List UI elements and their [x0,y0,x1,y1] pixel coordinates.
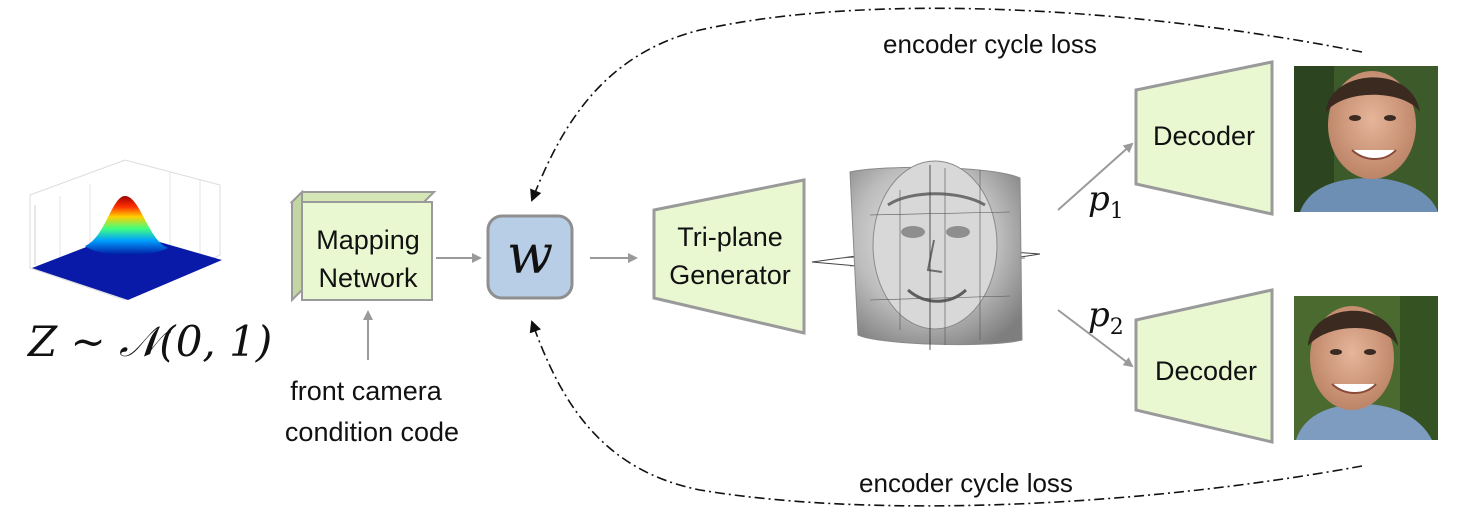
gaussian-surface-plot [29,159,222,301]
encoder-cycle-loss-top-arrow [530,7,1363,202]
decoder-top-label: Decoder [1153,121,1255,151]
condition-label-line2: condition code [285,417,459,447]
encoder-cycle-loss-top-label: encoder cycle loss [883,29,1097,59]
pose-p1-label: p1 [1088,179,1124,224]
pose-p1-arrow [1057,142,1134,211]
generator-label-line2: Generator [669,260,791,290]
generator-label-line1: Tri-plane [677,222,783,252]
mapping-label-line1: Mapping [316,225,420,255]
pose-p2-arrow [1057,309,1134,368]
condition-label-line1: front camera [290,376,443,406]
encoder-cycle-loss-bottom-arrow [529,320,1363,507]
mapping-label-line2: Network [318,263,418,293]
w-node [486,214,574,300]
generator-trapezoid [652,178,806,335]
latent-formula: Z ~ 𝒩(0, 1) [26,317,272,366]
pose-p2-label: p2 [1088,295,1124,340]
decoder-bottom-trapezoid [1134,288,1274,444]
output-face-image-top [1294,66,1438,212]
decoder-bottom-label: Decoder [1155,356,1257,386]
output-face-image-bottom [1294,296,1438,440]
w-symbol: w [507,223,553,286]
encoder-cycle-loss-bottom-label: encoder cycle loss [859,468,1073,498]
mapping-network-box [289,189,437,303]
triplane-mesh-render [811,160,1041,350]
decoder-top-trapezoid [1134,60,1274,216]
